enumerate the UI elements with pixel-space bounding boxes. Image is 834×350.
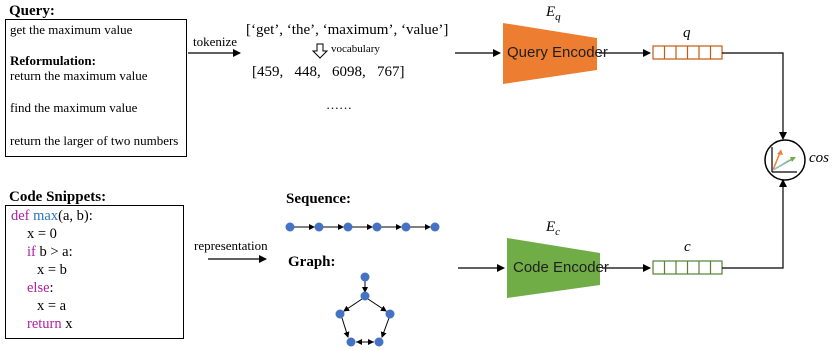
code-text: x	[65, 316, 73, 332]
code-keyword: if	[27, 244, 40, 260]
reformulation-1: return the maximum value	[10, 68, 148, 83]
vocabulary-arrow-icon	[311, 43, 329, 59]
representation-label: representation	[194, 238, 268, 253]
code-keyword: return	[27, 316, 66, 332]
query-to-cos-connector	[722, 52, 787, 140]
sequence-graph	[285, 222, 440, 232]
query-vector	[652, 45, 723, 60]
graph-title: Graph:	[288, 254, 336, 270]
code-line-6: x = a	[37, 297, 66, 315]
code-line-4: x = b	[37, 261, 67, 279]
code-text: x = 0	[27, 226, 57, 242]
tokenize-label: tokenize	[193, 34, 238, 49]
token-list: [‘get’, ‘the’, ‘maximum’, ‘value’]	[246, 22, 449, 38]
reformulation-3: return the larger of two numbers	[10, 133, 179, 148]
reformulation-title: Reformulation:	[10, 53, 96, 68]
query-encoder-symbol-main: E	[546, 4, 556, 20]
code-to-cos-connector	[722, 179, 787, 269]
code-vector-label: c	[684, 239, 691, 255]
code-line-3: if b > a:	[27, 243, 73, 261]
query-encoder-shape	[503, 23, 597, 84]
query-encoder-symbol: Eq	[546, 3, 561, 23]
code-keyword: else	[27, 280, 50, 296]
query-box	[5, 19, 187, 157]
code-encoder-symbol-sub: c	[555, 226, 561, 239]
code-text: x = b	[37, 262, 67, 278]
code-graph	[335, 272, 395, 347]
code-text: b > a:	[39, 244, 73, 260]
code-vector	[652, 260, 723, 275]
cos-label: cos	[809, 150, 829, 166]
query-encoder-label: Query Encoder	[507, 44, 608, 61]
ellipsis: ……	[326, 97, 352, 112]
query-vector-label: q	[683, 25, 691, 41]
code-line-5: else:	[27, 279, 54, 297]
sequence-title: Sequence:	[286, 191, 351, 207]
code-title: Code Snippets:	[9, 189, 107, 205]
code-function-name: max	[33, 208, 59, 224]
query-encoder-symbol-sub: q	[555, 11, 561, 24]
code-line-7: return x	[27, 315, 73, 333]
code-box	[5, 205, 184, 339]
code-line-2: x = 0	[27, 225, 57, 243]
token-ids: [459, 448, 6098, 767]	[252, 64, 405, 80]
code-keyword: def	[11, 208, 34, 224]
code-encoder-symbol-main: E	[546, 219, 556, 235]
code-text: :	[49, 280, 54, 296]
code-text: x = a	[37, 298, 67, 314]
reformulation-2: find the maximum value	[10, 100, 138, 115]
cosine-similarity-icon	[764, 139, 806, 181]
vocabulary-label: vocabulary	[331, 43, 380, 55]
code-encoder-shape	[507, 238, 600, 298]
query-title: Query:	[9, 3, 55, 19]
code-encoder-label: Code Encoder	[513, 259, 609, 276]
query-text: get the maximum value	[10, 22, 133, 37]
code-text: (a, b):	[58, 208, 93, 224]
code-encoder-symbol: Ec	[546, 218, 560, 238]
code-line-1: def max(a, b):	[11, 207, 93, 225]
